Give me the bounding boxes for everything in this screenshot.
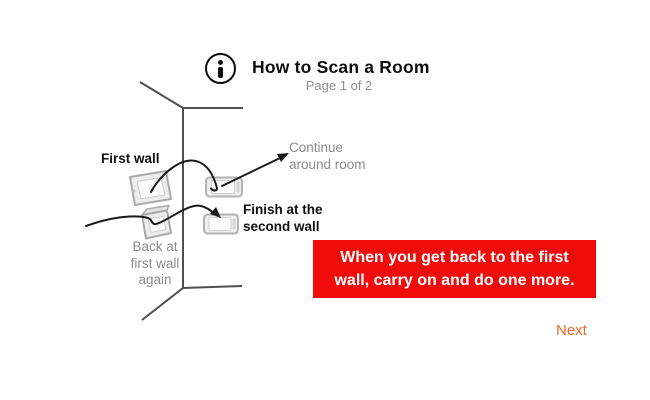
ceiling-line xyxy=(139,81,243,109)
finish-second-wall-label: Finish at the second wall xyxy=(243,202,323,234)
first-wall-label: First wall xyxy=(101,151,160,166)
page-indicator: Page 1 of 2 xyxy=(305,78,373,93)
phone-icon xyxy=(129,170,172,206)
continue-around-room-label: Continue around room xyxy=(289,140,366,172)
instruction-banner: When you get back to the first wall, car… xyxy=(313,240,596,298)
arrowhead-continue xyxy=(277,153,289,162)
arrow-first-to-second-wall xyxy=(150,159,219,193)
next-button[interactable]: Next xyxy=(556,322,587,339)
arrowhead-finish xyxy=(210,207,221,218)
floor-line xyxy=(141,285,243,321)
info-icon xyxy=(205,53,236,84)
arrow-back-to-finish xyxy=(85,204,215,227)
back-at-first-wall-label: Back at first wall again xyxy=(130,239,180,287)
phone-icon xyxy=(203,213,239,235)
phone-icon xyxy=(141,204,172,240)
page-title: How to Scan a Room xyxy=(252,57,430,77)
info-icon-dot xyxy=(218,59,223,65)
arrow-continue-around-room xyxy=(221,157,281,187)
phone-icon xyxy=(205,176,243,198)
info-icon-stem xyxy=(218,66,223,78)
room-corner-lines xyxy=(139,81,243,321)
